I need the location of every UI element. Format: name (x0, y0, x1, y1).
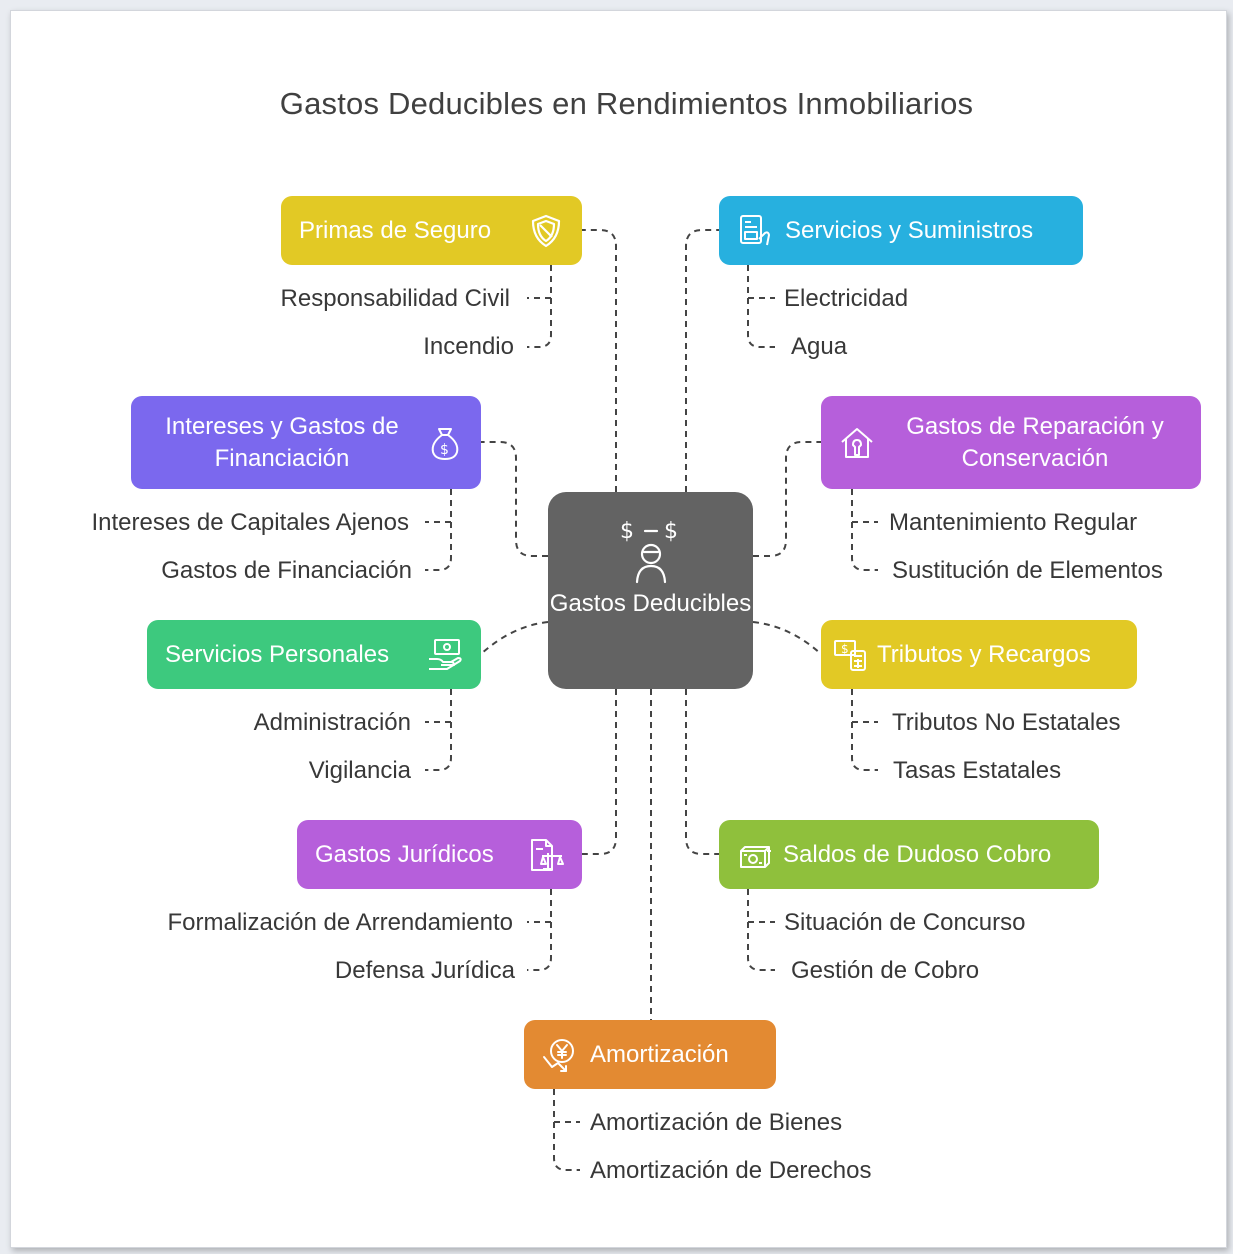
node-gastos-juridicos[interactable]: Gastos Jurídicos (297, 820, 582, 889)
node-servicios-y-suministros[interactable]: Servicios y Suministros (719, 196, 1083, 265)
connector-personales (480, 621, 549, 655)
yen-decline-icon (543, 1038, 574, 1072)
connector-tributos (752, 621, 822, 655)
money-stack-icon (740, 845, 771, 868)
node-saldos-de-dudoso-cobro[interactable]: Saldos de Dudoso Cobro (719, 820, 1099, 889)
sub-item: Amortización de Bienes (590, 1109, 843, 1136)
node-primas-de-seguro[interactable]: Primas de Seguro (281, 196, 582, 265)
diagram-title: Gastos Deducibles en Rendimientos Inmobi… (279, 86, 974, 121)
node-intereses-y-gastos-de-financiacion[interactable]: Intereses y Gastos de Financiación $ (131, 396, 481, 489)
svg-text:$: $ (620, 519, 634, 544)
node-label: Intereses y Gastos de Financiación (165, 412, 399, 472)
sub-item: Agua (791, 333, 848, 360)
sub-item: Situación de Concurso (784, 909, 1026, 936)
node-label: Gastos Jurídicos (315, 840, 494, 868)
connector-servicios (685, 229, 719, 492)
shield-icon (531, 214, 561, 247)
money-bag-icon: $ (431, 427, 459, 460)
central-label: Gastos Deducibles (549, 590, 752, 617)
node-label: Gastos de Reparación y Conservación (906, 412, 1164, 472)
sub-item: Mantenimiento Regular (889, 509, 1138, 536)
sub-item: Incendio (423, 333, 514, 360)
svg-text:$: $ (841, 642, 849, 656)
node-label: Servicios y Suministros (785, 216, 1034, 244)
connector-juridicos (582, 689, 617, 855)
sub-item: Tributos No Estatales (892, 709, 1121, 736)
svg-text:$: $ (664, 519, 678, 544)
cash-hand-icon (429, 638, 462, 670)
sub-item: Gastos de Financiación (161, 557, 412, 584)
calculator-money-icon: $ (834, 639, 866, 671)
node-label: Primas de Seguro (299, 216, 492, 244)
connector-seguro (582, 229, 617, 492)
node-servicios-personales[interactable]: Servicios Personales (147, 620, 481, 689)
connector-intereses (481, 441, 548, 557)
legal-document-icon (531, 838, 564, 871)
utility-bill-icon (740, 214, 770, 245)
svg-text:$: $ (440, 442, 449, 458)
node-label: Amortización (590, 1040, 729, 1068)
node-tributos-y-recargos[interactable]: $ Tributos y Recargos (821, 620, 1137, 689)
sub-item: Formalización de Arrendamiento (167, 909, 513, 936)
connector-dudoso (685, 689, 719, 855)
sub-item: Amortización de Derechos (590, 1157, 872, 1184)
sub-item: Intereses de Capitales Ajenos (91, 509, 409, 536)
node-label: Servicios Personales (165, 640, 390, 668)
node-label: Tributos y Recargos (877, 640, 1091, 668)
node-gastos-de-reparacion-y-conservacion[interactable]: Gastos de Reparación y Conservación (821, 396, 1201, 489)
sub-item: Administración (253, 709, 411, 736)
sub-item: Electricidad (784, 285, 909, 312)
node-label: Saldos de Dudoso Cobro (783, 840, 1052, 868)
sub-item: Responsabilidad Civil (280, 285, 510, 312)
sub-item: Vigilancia (308, 757, 411, 784)
sub-item: Tasas Estatales (893, 757, 1062, 784)
sub-item: Gestión de Cobro (791, 957, 980, 984)
central-node: $ $ Gastos Deducibles (548, 492, 753, 689)
money-person-icon: $ $ (620, 519, 678, 584)
connector-reparacion (753, 441, 821, 557)
sub-item: Defensa Jurídica (334, 957, 515, 984)
sub-item: Sustitución de Elementos (892, 557, 1163, 584)
house-repair-icon (841, 427, 873, 458)
node-amortizacion[interactable]: Amortización (524, 1020, 776, 1089)
